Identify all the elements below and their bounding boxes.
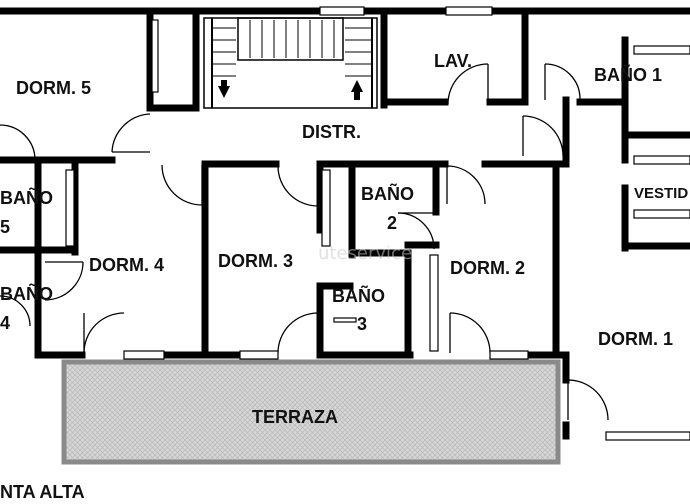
stair-arrow-up-icon: [351, 80, 363, 100]
room-label-bano5-number: 5: [0, 217, 10, 237]
room-label-dorm2: DORM. 2: [450, 258, 525, 278]
room-label-bano3: BAÑO: [332, 285, 385, 306]
room-label-bano5: BAÑO: [0, 187, 53, 208]
stair-arrow-down-icon: [218, 80, 230, 98]
room-label-bano4: BAÑO: [0, 283, 53, 304]
room-label-dorm3: DORM. 3: [218, 251, 293, 271]
room-label-dorm5: DORM. 5: [16, 78, 91, 98]
room-label-terraza: TERRAZA: [252, 407, 338, 427]
room-label-dorm4: DORM. 4: [89, 255, 164, 275]
room-label-vestid: VESTID: [634, 185, 688, 202]
room-label-bano4-number: 4: [0, 313, 10, 333]
room-label-bano2: BAÑO: [361, 183, 414, 204]
room-label-bano3-number: 3: [357, 314, 367, 334]
terrace: [61, 359, 561, 465]
windows: [65, 6, 690, 441]
plan-caption: NTA ALTA: [0, 482, 85, 502]
room-label-bano2-number: 2: [387, 213, 397, 233]
room-label-dorm1: DORM. 1: [598, 329, 673, 349]
walls: [0, 7, 690, 440]
room-label-lav: LAV.: [434, 51, 472, 71]
staircase: [203, 17, 378, 109]
room-label-distr: DISTR.: [302, 122, 361, 142]
doors: [0, 63, 609, 421]
room-label-bano1: BAÑO 1: [594, 64, 662, 85]
watermark: uteservice: [318, 243, 412, 264]
